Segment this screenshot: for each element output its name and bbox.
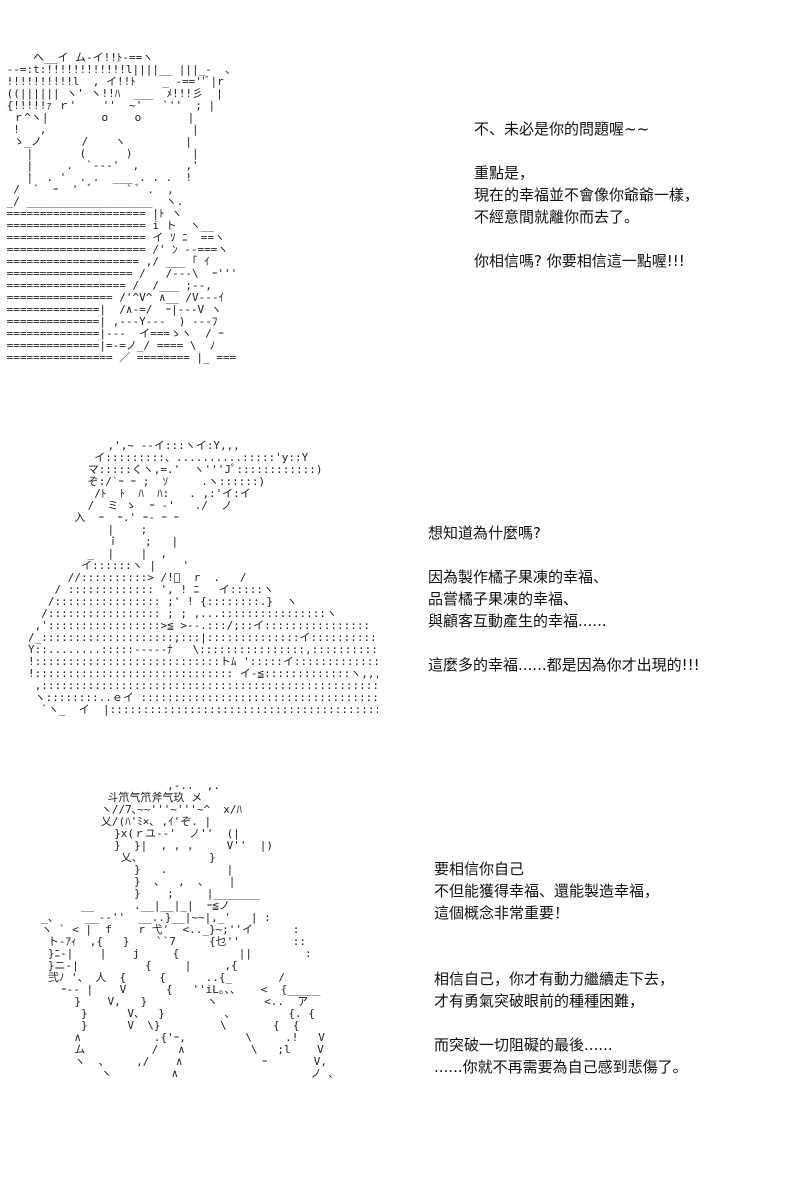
ascii-art-figure: ,',~ --イ:::ヽイ:Y,,, イ:::::::::、..........… <box>28 440 378 716</box>
ascii-art-figure: へ__イ ム-イ!!ﾄ-==ヽ --=:t:!!!!!!!!!!!!l||||_… <box>6 52 238 364</box>
dialogue-text: 想知道為什麼嗎? 因為製作橘子果凍的幸福、 品嘗橘子果凍的幸福、 與顧客互動產生… <box>428 522 788 676</box>
dialogue-line: 你相信嗎? 你要相信這一點喔!!! <box>474 252 685 270</box>
dialogue-line: 這麼多的幸福......都是因為你才出現的!!! <box>428 656 700 674</box>
dialogue-line: 品嘗橘子果凍的幸福、 <box>428 590 579 608</box>
dialogue-text: 要相信你自己 不但能獲得幸福、還能製造幸福， 這個概念非常重要！ 相信自己，你才… <box>434 858 794 1078</box>
dialogue-line: 不但能獲得幸福、還能製造幸福， <box>434 882 660 900</box>
dialogue-line: 這個概念非常重要！ <box>434 904 570 922</box>
dialogue-line: 相信自己，你才有動力繼續走下去， <box>434 970 675 988</box>
dialogue-line: ......你就不再需要為自己感到悲傷了。 <box>434 1058 688 1076</box>
dialogue-line: 不經意間就離你而去了。 <box>474 208 640 226</box>
line-spacer <box>474 140 794 162</box>
line-spacer <box>428 544 788 566</box>
line-spacer <box>434 1012 794 1034</box>
panel-1: へ__イ ム-イ!!ﾄ-==ヽ --=:t:!!!!!!!!!!!!l||||_… <box>0 0 800 420</box>
line-spacer <box>428 632 788 654</box>
dialogue-line: 想知道為什麼嗎? <box>428 524 541 542</box>
line-spacer <box>474 228 794 250</box>
line-spacer <box>434 924 794 946</box>
dialogue-line: 與顧客互動產生的幸福...... <box>428 612 607 630</box>
dialogue-text: 不、未必是你的問題喔~~ 重點是， 現在的幸福並不會像你爺爺一樣， 不經意間就離… <box>474 118 794 272</box>
dialogue-line: 因為製作橘子果凍的幸福、 <box>428 568 609 586</box>
panel-2: ,',~ --イ:::ヽイ:Y,,, イ:::::::::、..........… <box>0 420 800 780</box>
line-spacer <box>434 946 794 968</box>
dialogue-line: 才有勇氣突破眼前的種種困難， <box>434 992 645 1010</box>
dialogue-line: 要相信你自己 <box>434 860 525 878</box>
dialogue-line: 現在的幸福並不會像你爺爺一樣， <box>474 186 700 204</box>
dialogue-line: 不、未必是你的問題喔~~ <box>474 120 650 138</box>
ascii-art-figure: ,-.. ,. 斗笊气笊斧气玖 メ ヽ//7､~~'''~'''~^ x/ﾊ 乂… <box>41 780 340 1080</box>
dialogue-line: 而突破一切阻礙的最後...... <box>434 1036 613 1054</box>
dialogue-line: 重點是， <box>474 164 535 182</box>
panel-3: ,-.. ,. 斗笊气笊斧气玖 メ ヽ//7､~~'''~'''~^ x/ﾊ 乂… <box>0 780 800 1200</box>
